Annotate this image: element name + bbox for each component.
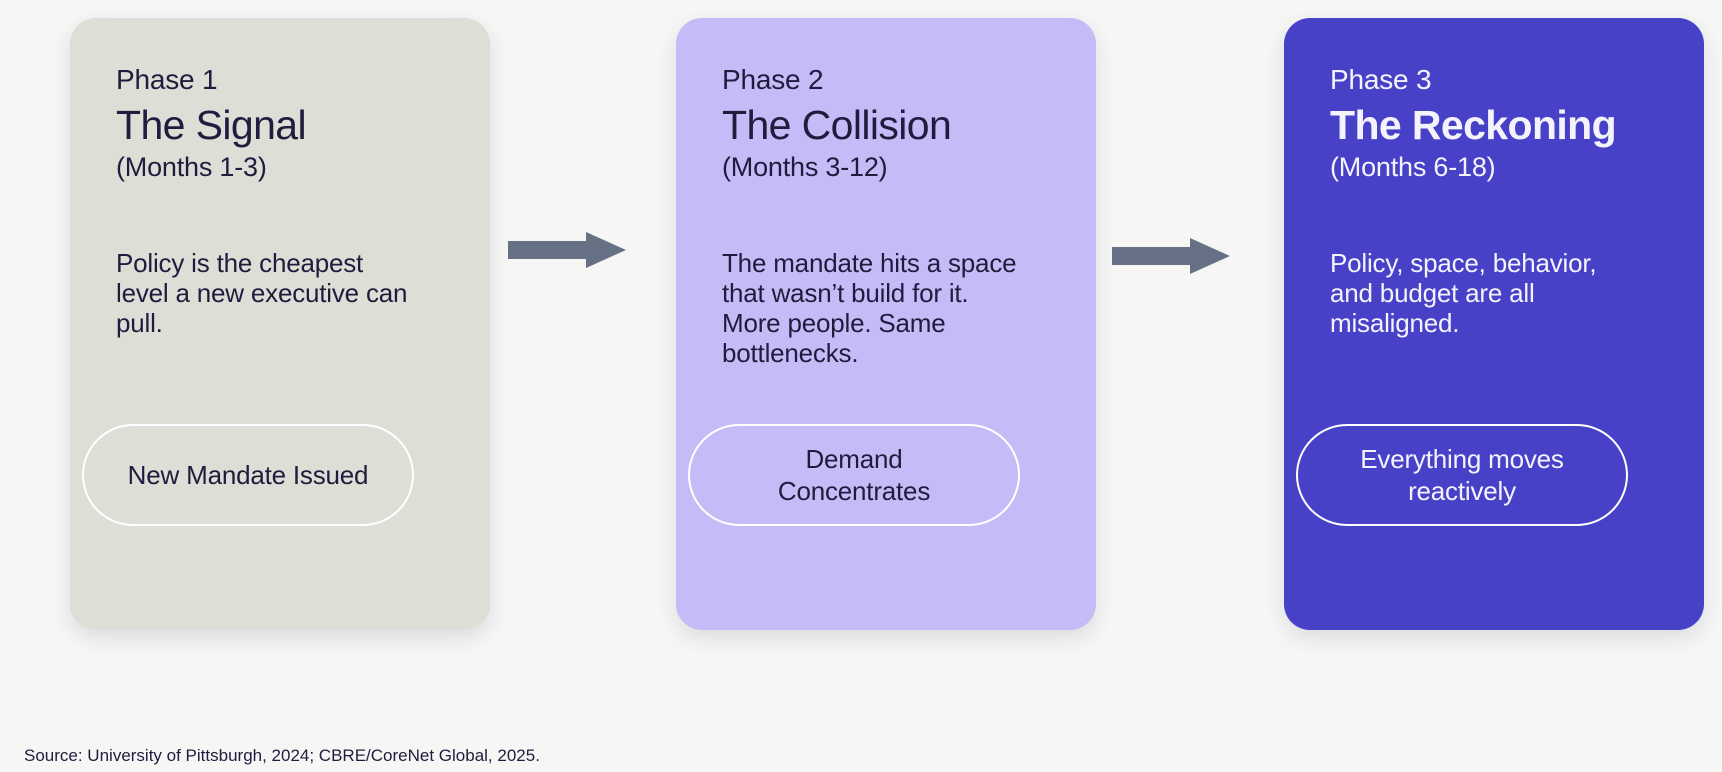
phase-3-pill-label: Everything moves reactively — [1360, 444, 1564, 506]
phase-1-months: (Months 1-3) — [116, 152, 267, 182]
phase-3-label: Phase 3 — [1330, 64, 1432, 95]
phase-3-months: (Months 6-18) — [1330, 152, 1496, 182]
phase-3-description: Policy, space, behavior, and budget are … — [1330, 248, 1597, 338]
source-note: Source: University of Pittsburgh, 2024; … — [24, 746, 540, 765]
phase-1-pill-label: New Mandate Issued — [127, 460, 369, 490]
phase-1-description: Policy is the cheapest level a new execu… — [116, 248, 408, 338]
phase-1-title: The Signal — [116, 102, 307, 148]
phase-2-months: (Months 3-12) — [722, 152, 888, 182]
phase-2-pill-label: Demand Concentrates — [777, 444, 931, 506]
right-arrow-icon — [1112, 236, 1230, 276]
phase-card-3: Phase 3 The Reckoning (Months 6-18) Poli… — [1284, 18, 1704, 630]
phase-3-title: The Reckoning — [1330, 102, 1617, 148]
phase-card-2: Phase 2 The Collision (Months 3-12) The … — [676, 18, 1096, 630]
phase-1-outcome-pill: New Mandate Issued — [82, 424, 414, 526]
right-arrow-icon — [508, 230, 626, 270]
phase-1-label: Phase 1 — [116, 64, 218, 95]
phase-3-outcome-pill: Everything moves reactively — [1296, 424, 1628, 526]
phase-2-title: The Collision — [722, 102, 952, 148]
phase-2-description: The mandate hits a space that wasn’t bui… — [722, 248, 1017, 368]
phase-card-1: Phase 1 The Signal (Months 1-3) Policy i… — [70, 18, 490, 630]
phase-2-outcome-pill: Demand Concentrates — [688, 424, 1020, 526]
phase-2-label: Phase 2 — [722, 64, 824, 95]
